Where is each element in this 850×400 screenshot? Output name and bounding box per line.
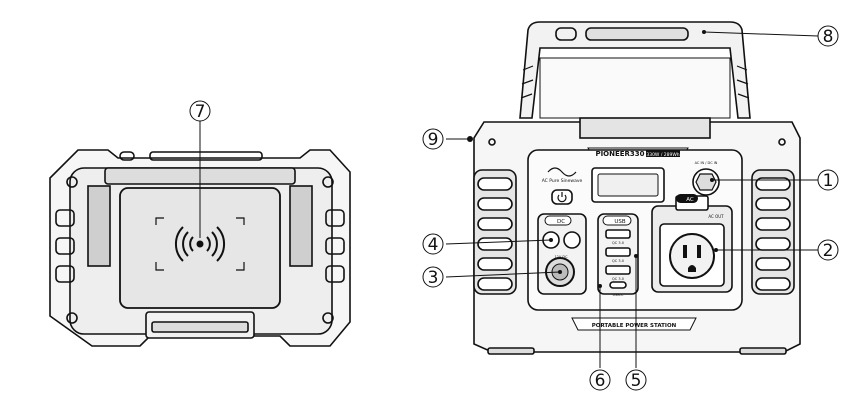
top-bar [579,117,711,139]
ac-in-port-inner [695,173,717,191]
ac-button: AC [676,194,698,203]
front-right-grips [751,169,795,295]
usb-a-port-2 [605,247,631,257]
callout-1-group: 1 [817,169,839,191]
callout-6: 6 [595,371,606,391]
callout-8: 8 [823,27,834,47]
front-view [473,21,801,355]
callout-6-group: 6 [589,369,611,391]
qc-label-3: QC 3.0 [612,277,624,281]
ac-button-label: AC [686,197,694,203]
usbc-label: USB-C [613,293,624,297]
screw-tr [322,176,334,188]
handle-grip [585,27,689,41]
callout-2: 2 [823,241,834,261]
screw-bl [66,312,78,324]
usb-c-port [609,281,627,289]
callout-9: 9 [428,130,439,150]
right-grips [325,209,345,283]
ac-slot-right [697,245,701,258]
hinge-left [87,185,111,267]
qc-label-2: QC 3.0 [612,259,624,263]
callout-5: 5 [631,371,642,391]
callout-9-group: 9 [422,128,444,150]
usb-button: USB [602,215,632,226]
dc-button: DC [544,215,572,226]
carry-handle [519,21,751,119]
screw-br [322,312,334,324]
left-grips [55,209,75,283]
foot-left [487,347,535,355]
callout-1: 1 [823,171,834,191]
handle-slot [119,151,135,161]
qc-label-1: QC 3.0 [612,241,624,245]
ac-slot-left [683,245,687,258]
bottom-tab-slot [151,321,249,333]
power-icon [557,192,567,203]
bottom-label: PORTABLE POWER STATION [592,323,677,329]
bottom-banner [571,317,697,331]
handle-inner [539,57,731,119]
ac-ground [688,265,696,272]
callout-3: 3 [428,268,439,288]
dc-button-label: DC [557,219,565,225]
front-left-grips [473,169,517,295]
foot-right [739,347,787,355]
callout-8-group: 8 [817,25,839,47]
callout-3-group: 3 [422,266,444,288]
callout-7: 7 [195,102,206,122]
handle-bar [149,151,263,161]
callout-4: 4 [428,235,439,255]
wireless-charging-icon [174,226,226,262]
lcd-inner [597,173,659,197]
handle-slot-right [555,27,577,41]
pad-marker [155,217,245,271]
dc5521-port-b [563,231,581,249]
ac-socket [669,233,715,279]
brand-badge-bg [646,150,680,157]
brand-label: PIONEER330 [595,150,644,158]
screw-tl [66,176,78,188]
brand-badge: 330W / 289Wh [646,152,679,158]
hinge-right [289,185,313,267]
callout-7-circle [189,100,211,122]
usb-a-port-1 [605,229,631,239]
ac-out-label: AC OUT [708,214,724,219]
callout-4-group: 4 [422,233,444,255]
handle-notches [520,65,750,99]
sinewave-icon [547,167,577,177]
usb-button-label: USB [614,219,626,225]
callout-2-group: 2 [817,239,839,261]
callout-5-group: 5 [625,369,647,391]
mode-label: AC Pure Sinewave [542,178,583,184]
usb-a-port-3 [605,265,631,275]
ac-in-label: AC IN / DC IN [695,161,718,165]
dc-out-label: 12V DC [554,255,568,259]
leaders [445,31,819,368]
